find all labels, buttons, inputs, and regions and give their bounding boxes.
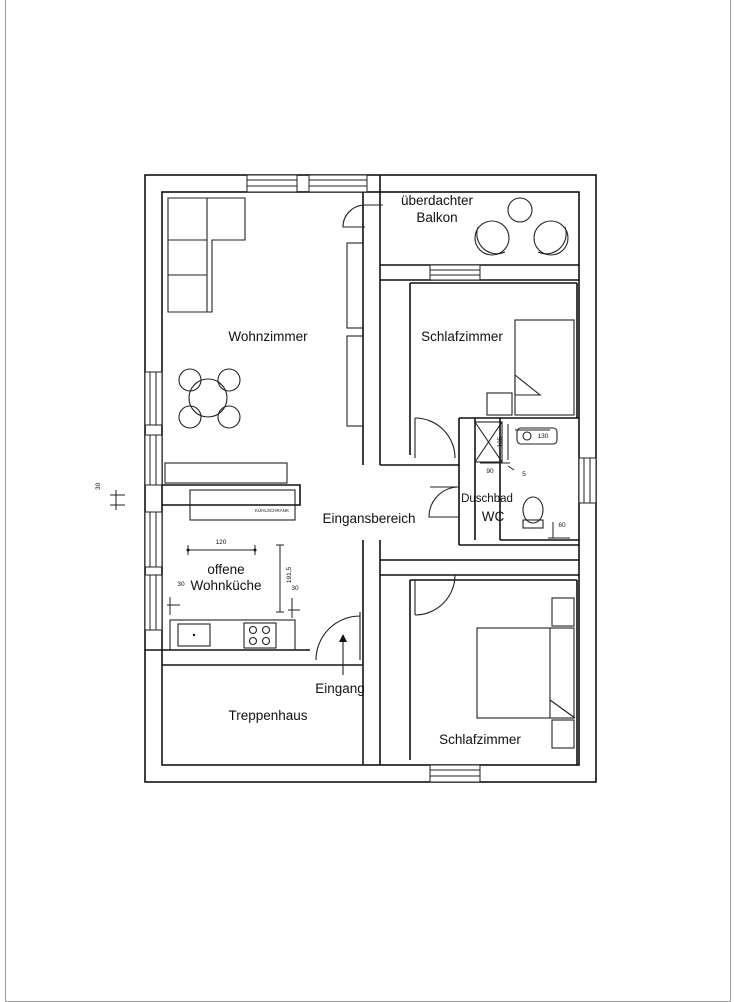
nightstand-icon bbox=[551, 719, 575, 749]
bathroom-label-line1: Duschbad bbox=[461, 493, 513, 505]
shower-icon bbox=[474, 421, 503, 463]
window-living-left bbox=[144, 371, 163, 426]
sideboard-icon bbox=[164, 462, 288, 484]
window-kitchen-left-2 bbox=[144, 574, 163, 631]
stairwell-block bbox=[161, 664, 364, 766]
door-entrance bbox=[315, 612, 361, 661]
window-living-left-2 bbox=[144, 434, 163, 486]
sink-icon bbox=[516, 427, 558, 445]
kitchen-sink-icon bbox=[177, 623, 211, 647]
dimension-kitchen-120: 120 bbox=[216, 539, 227, 546]
balcony-label-line2: Balkon bbox=[416, 210, 457, 225]
nightstand-icon bbox=[486, 392, 513, 416]
dimension-bath-5: 5 bbox=[522, 471, 526, 478]
hall-label: Eingansbereich bbox=[322, 511, 415, 526]
living-room-label: Wohnzimmer bbox=[228, 329, 308, 344]
sofa-icon bbox=[167, 197, 246, 313]
window-bath-right bbox=[578, 457, 597, 504]
kitchen-label-line2: Wohnküche bbox=[190, 578, 261, 593]
doors bbox=[315, 204, 460, 675]
balcony-label-line1: überdachter bbox=[401, 193, 474, 208]
window-living-top-2 bbox=[308, 174, 368, 193]
dimension-kitchen-30-right: 30 bbox=[291, 585, 299, 592]
toilet-icon bbox=[522, 496, 544, 529]
bed-icon bbox=[514, 319, 575, 416]
stove-icon bbox=[243, 622, 277, 649]
dimension-bath-130: 130 bbox=[538, 433, 549, 440]
balcony-table-icon bbox=[507, 197, 533, 223]
window-balcony bbox=[429, 264, 481, 281]
kitchen-label-line1: offene bbox=[207, 562, 244, 577]
window-bedroom-bottom bbox=[429, 764, 481, 783]
bedroom-top-label: Schlafzimmer bbox=[421, 329, 503, 344]
dining-table-icon bbox=[178, 368, 241, 429]
dimension-bath-90: 90 bbox=[486, 468, 494, 475]
wardrobe-icon bbox=[346, 242, 364, 427]
bathroom-label-line2: WC bbox=[482, 509, 505, 524]
bedroom-bottom-label: Schlafzimmer bbox=[439, 732, 521, 747]
dimension-kitchen-191-5: 191,5 bbox=[286, 566, 293, 583]
door-bedroom-top bbox=[414, 417, 456, 459]
nightstand-icon bbox=[551, 597, 575, 627]
door-bathroom bbox=[428, 486, 460, 518]
balcony-chair-icon bbox=[533, 220, 569, 256]
windows bbox=[144, 174, 597, 783]
entrance-arrow-icon bbox=[339, 634, 347, 675]
door-bedroom-bottom bbox=[414, 574, 456, 616]
stairwell-label: Treppenhaus bbox=[228, 708, 307, 723]
entrance-label: Eingang bbox=[315, 681, 365, 696]
window-living-top-1 bbox=[246, 174, 298, 193]
dimension-kitchen-30-left: 30 bbox=[177, 581, 185, 588]
kitchen-counter bbox=[169, 619, 296, 651]
outer-walls bbox=[144, 174, 597, 783]
bed-icon bbox=[476, 627, 576, 719]
dimension-bath-105: 105 bbox=[497, 436, 504, 447]
door-balcony bbox=[342, 204, 383, 228]
dimension-wall-30: 30 bbox=[95, 482, 102, 490]
dimension-bath-60: 60 bbox=[558, 522, 566, 529]
window-kitchen-left-1 bbox=[144, 511, 163, 568]
bath-dimension-lines bbox=[480, 424, 570, 539]
kitchen-dimension-lines bbox=[110, 490, 300, 618]
fridge-label: KÜHLSCHRANK bbox=[255, 507, 289, 513]
balcony-chair-icon bbox=[474, 220, 510, 256]
fridge-icon bbox=[189, 489, 296, 521]
